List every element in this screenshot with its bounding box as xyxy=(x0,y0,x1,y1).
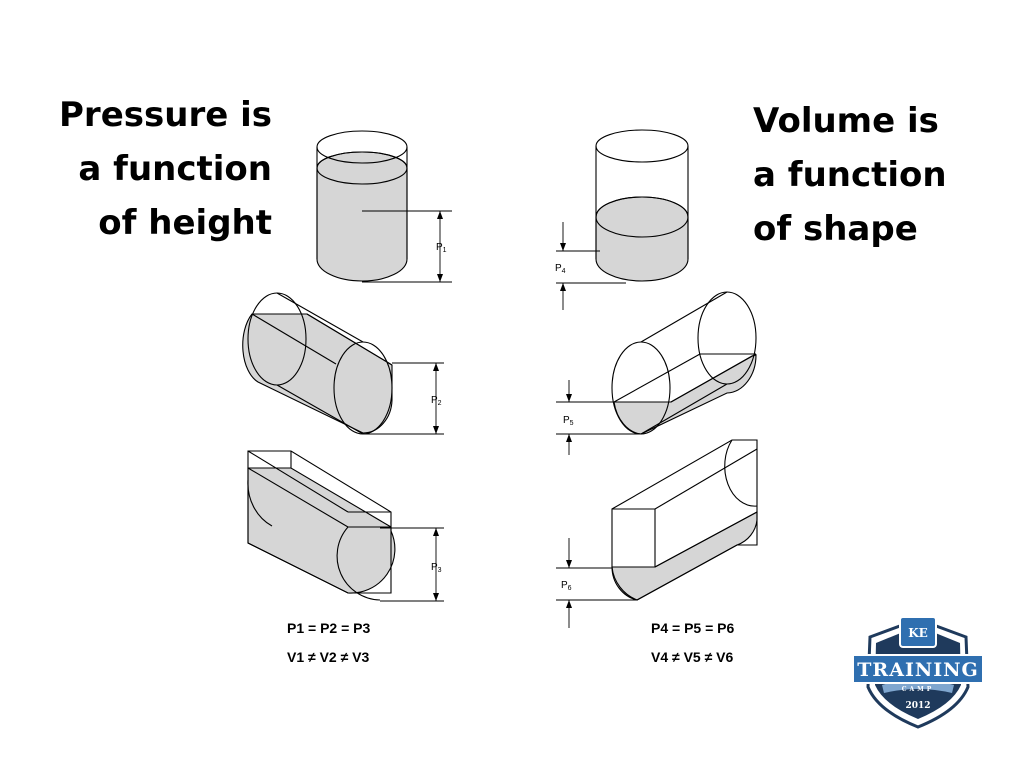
left-horizontal-liquid xyxy=(242,313,393,434)
left-vertical-cylinder: P1 xyxy=(316,130,452,283)
right-heading-line-2: a function xyxy=(753,155,947,195)
left-cylinder-liquid xyxy=(316,151,408,282)
p5-label: P5 xyxy=(563,415,574,427)
left-horizontal-cylinder: P2 xyxy=(242,292,444,435)
logo-badge-text: KE xyxy=(908,626,928,640)
right-heading-line-3: of shape xyxy=(753,209,918,249)
logo-badge xyxy=(899,616,937,648)
right-cylinder-liquid xyxy=(595,196,689,282)
p6-label: P6 xyxy=(561,580,572,592)
right-box-tank: P6 xyxy=(556,439,758,628)
logo-year: 2012 xyxy=(905,701,930,711)
left-box-tank: P3 xyxy=(247,450,444,602)
left-box-liquid xyxy=(247,467,396,594)
left-volume-equation: V1 ≠ V2 ≠ V3 xyxy=(287,649,370,665)
right-horizontal-cylinder: P5 xyxy=(556,291,757,455)
p2-label: P2 xyxy=(431,395,442,407)
training-camp-logo: KE TRAINING CAMP 2012 xyxy=(852,616,984,729)
left-pressure-equation: P1 = P2 = P3 xyxy=(287,620,370,636)
right-volume-equation: V4 ≠ V5 ≠ V6 xyxy=(651,649,734,665)
left-heading: Pressure is a function of height xyxy=(40,88,272,250)
logo-title: TRAINING xyxy=(857,659,978,681)
right-vertical-cylinder: P4 xyxy=(555,129,689,310)
left-heading-line-2: a function xyxy=(78,149,272,189)
right-pressure-equation: P4 = P5 = P6 xyxy=(651,620,734,636)
right-heading-line-1: Volume is xyxy=(753,101,939,141)
p4-label: P4 xyxy=(555,263,566,275)
logo-banner xyxy=(852,654,984,684)
right-box-liquid xyxy=(611,511,758,601)
p1-label: P1 xyxy=(436,242,447,254)
left-heading-line-1: Pressure is xyxy=(59,95,272,135)
p3-label: P3 xyxy=(431,562,442,574)
right-heading: Volume is a function of shape xyxy=(753,94,947,256)
logo-subtitle: CAMP xyxy=(902,686,935,693)
left-heading-line-3: of height xyxy=(98,203,272,243)
